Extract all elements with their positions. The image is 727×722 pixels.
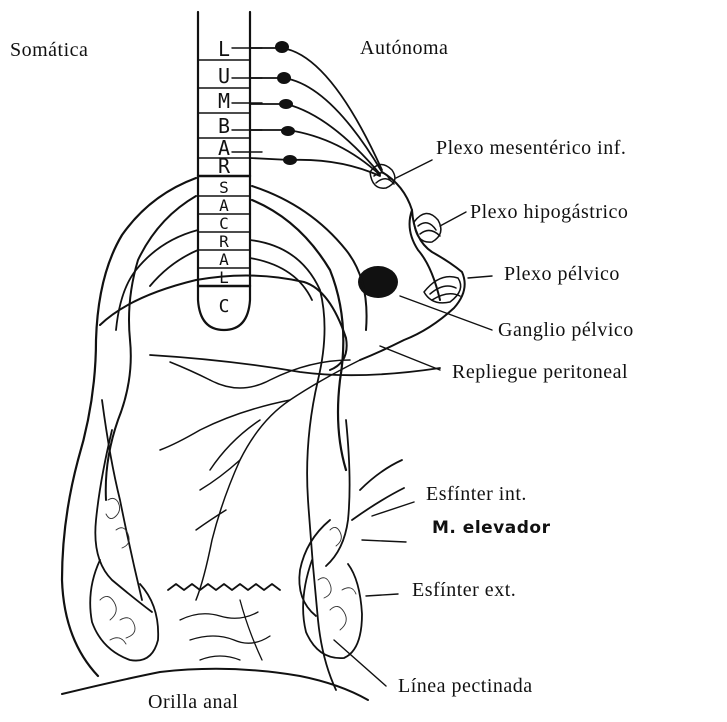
label-ganglio-pelvico: Ganglio pélvico — [498, 320, 634, 340]
lumbar-letter-1: L — [218, 37, 230, 61]
label-somatica: Somática — [10, 40, 88, 60]
sacral-letter-5: A — [219, 250, 229, 269]
sacral-letter-1: S — [219, 178, 229, 197]
sacral-letter-4: R — [219, 232, 229, 251]
autonomic-ganglia — [275, 41, 297, 165]
lumbar-letter-6: R — [218, 154, 231, 178]
sacral-letter-6: L — [219, 268, 229, 287]
plexo-hipogastrico-figure — [414, 213, 441, 242]
sacral-letter-2: A — [219, 196, 229, 215]
lumbar-letter-2: U — [218, 64, 230, 88]
lumbar-letter-3: M — [218, 89, 230, 113]
sacral-letter-3: C — [219, 214, 229, 233]
label-esfinter-ext: Esfínter ext. — [412, 580, 516, 600]
left-sphincter — [90, 400, 158, 661]
rectum-right-wall — [252, 200, 346, 470]
repliegue-peritoneal-line — [100, 275, 347, 370]
lumbar-letter-4: B — [218, 114, 230, 138]
right-sphincter — [299, 420, 404, 658]
linea-pectinada-line — [168, 584, 280, 590]
label-m-elevador: M. elevador — [432, 520, 550, 537]
plexo-pelvico-figure — [424, 277, 461, 303]
label-plexo-mesenterico: Plexo mesentérico inf. — [436, 138, 626, 158]
coccygeal-letter: C — [219, 296, 230, 317]
label-autonoma: Autónoma — [360, 38, 448, 58]
label-plexo-pelvico: Plexo pélvico — [504, 264, 620, 284]
nerve-branches — [160, 360, 360, 600]
rectum-left-wall — [62, 178, 196, 676]
autonomic-trunk-outline — [360, 172, 465, 360]
label-repliegue-peritoneal: Repliegue peritoneal — [452, 362, 628, 382]
plexo-mesenterico-figure — [370, 164, 395, 188]
autonomic-fibers — [250, 48, 382, 176]
label-orilla-anal: Orilla anal — [148, 692, 238, 712]
label-linea-pectinada: Línea pectinada — [398, 676, 533, 696]
label-esfinter-int: Esfínter int. — [426, 484, 527, 504]
label-plexo-hipogastrico: Plexo hipogástrico — [470, 202, 628, 222]
